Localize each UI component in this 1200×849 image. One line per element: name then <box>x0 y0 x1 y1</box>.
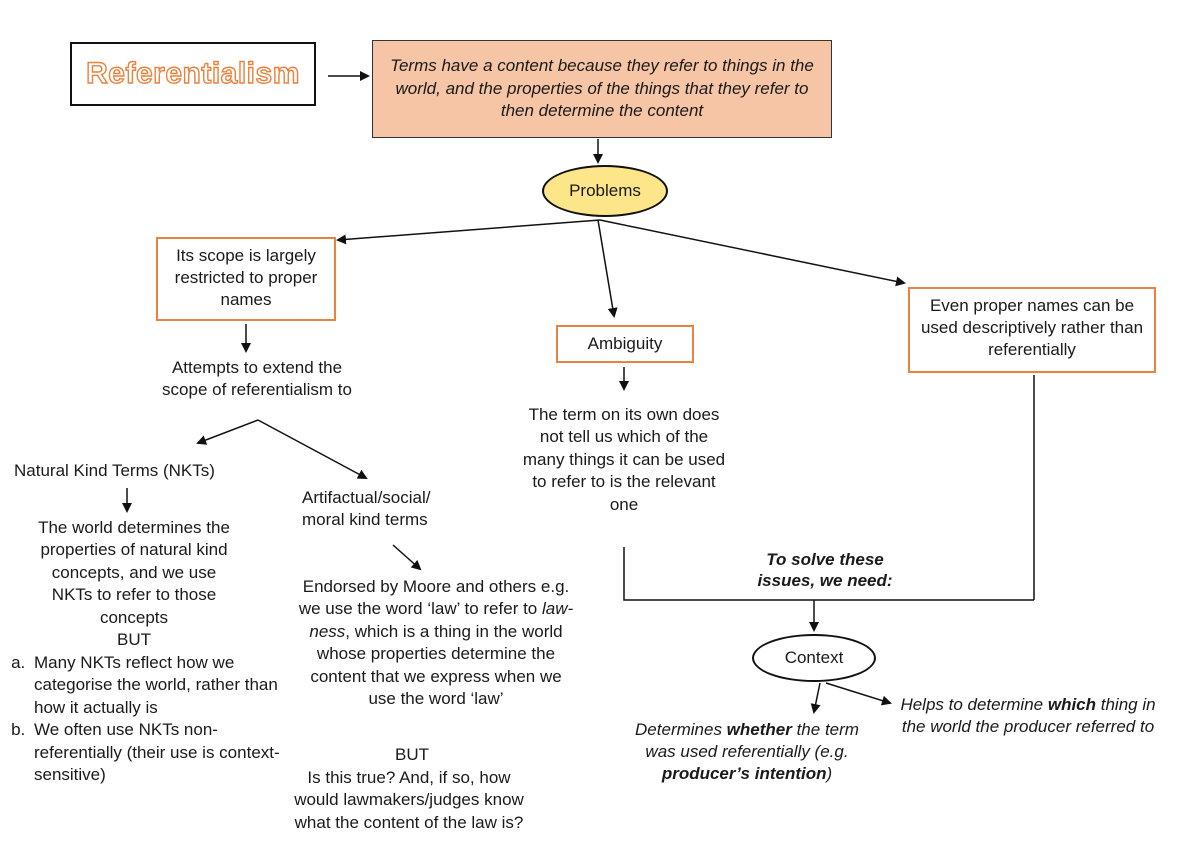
arrow-problems-to-ambiguity <box>597 219 618 318</box>
ambiguity-text: The term on its own does not tell us whi… <box>522 404 726 516</box>
solve-line2: issues, we need: <box>757 570 893 590</box>
arrow-context-to-whether <box>810 682 821 714</box>
arrow-problems-to-descriptive <box>599 219 906 287</box>
attempts-label: Attempts to extend the scope of referent… <box>162 358 352 400</box>
endorsed-text-italic: law-ness <box>309 599 574 641</box>
artifactual-question-label: Is this true? And, if so, how would lawm… <box>294 768 524 832</box>
nkt-point-a: Many NKTs reflect how we categorise the … <box>30 652 290 719</box>
problems-node: Problems <box>542 165 668 217</box>
diagram-title: Referentialism <box>85 57 300 91</box>
descriptive-box: Even proper names can be used descriptiv… <box>908 287 1156 373</box>
arrow-attempts-to-nkt <box>196 419 259 445</box>
whether-text: Determines whether the term was used ref… <box>622 719 872 784</box>
ambiguity-label: Ambiguity <box>587 333 663 353</box>
definition-box: Terms have a content because they refer … <box>372 40 832 138</box>
attempts-text: Attempts to extend the scope of referent… <box>150 357 364 402</box>
whether-part1: Determines <box>635 720 727 739</box>
artifactual-heading-line2: moral kind terms <box>302 510 428 530</box>
nkt-heading: Natural Kind Terms (NKTs) <box>14 460 274 482</box>
context-node: Context <box>752 634 876 682</box>
nkt-but: BUT <box>30 629 238 651</box>
arrow-attempts-to-artifactual <box>257 419 368 479</box>
which-text: Helps to determine which thing in the wo… <box>890 694 1166 738</box>
artifactual-heading: Artifactual/social/ moral kind terms <box>302 487 502 532</box>
context-label: Context <box>784 647 844 667</box>
which-part1: Helps to determine <box>900 695 1048 714</box>
descriptive-label: Even proper names can be used descriptiv… <box>920 296 1144 360</box>
endorsed-text: Endorsed by Moore and others e.g. we use… <box>296 576 576 711</box>
scope-box: Its scope is largely restricted to prope… <box>156 237 336 321</box>
artifactual-question: Is this true? And, if so, how would lawm… <box>290 767 528 834</box>
whether-part3: ) <box>826 763 833 783</box>
nkt-but-label: BUT <box>117 630 151 649</box>
ambiguity-text-label: The term on its own does not tell us whi… <box>522 405 726 514</box>
nkt-points: Many NKTs reflect how we categorise the … <box>0 652 290 787</box>
nkt-text-label: The world determines the properties of n… <box>38 518 230 627</box>
arrow-context-to-which <box>825 682 892 706</box>
artifactual-heading-line1: Artifactual/social/ <box>302 488 431 507</box>
nkt-point-b: We often use NKTs non-referentially (the… <box>30 719 290 786</box>
scope-text: Its scope is largely restricted to prope… <box>174 246 318 310</box>
endorsed-text-after: , which is a thing in the world whose pr… <box>310 621 563 709</box>
nkt-point-list: Many NKTs reflect how we categorise the … <box>0 652 290 787</box>
artifactual-but-label: BUT <box>395 745 429 764</box>
nkt-heading-label: Natural Kind Terms (NKTs) <box>14 461 215 480</box>
ambiguity-box: Ambiguity <box>556 325 694 363</box>
whether-bold1: whether <box>726 720 792 739</box>
nkt-text: The world determines the properties of n… <box>30 517 238 629</box>
artifactual-but: BUT <box>296 744 528 766</box>
bracket-ambiguity-to-solve <box>623 547 1034 601</box>
solve-line1: To solve these <box>766 550 884 569</box>
problems-label: Problems <box>569 180 641 200</box>
arrow-problems-to-scope <box>336 219 601 245</box>
title-box: Referentialism <box>70 42 316 106</box>
which-part2: thing in the world the producer referred… <box>901 695 1156 736</box>
whether-part2: the term was used referentially (e.g. <box>645 720 859 761</box>
which-bold1: which <box>1047 695 1097 714</box>
endorsed-text-before: Endorsed by Moore and others e.g. we use… <box>298 577 570 619</box>
solve-text: To solve these issues, we need: <box>745 550 905 591</box>
definition-text: Terms have a content because they refer … <box>390 55 814 121</box>
whether-bold2: producer’s intention <box>661 763 827 783</box>
arrow-artifactual-to-endorsed <box>392 544 422 571</box>
